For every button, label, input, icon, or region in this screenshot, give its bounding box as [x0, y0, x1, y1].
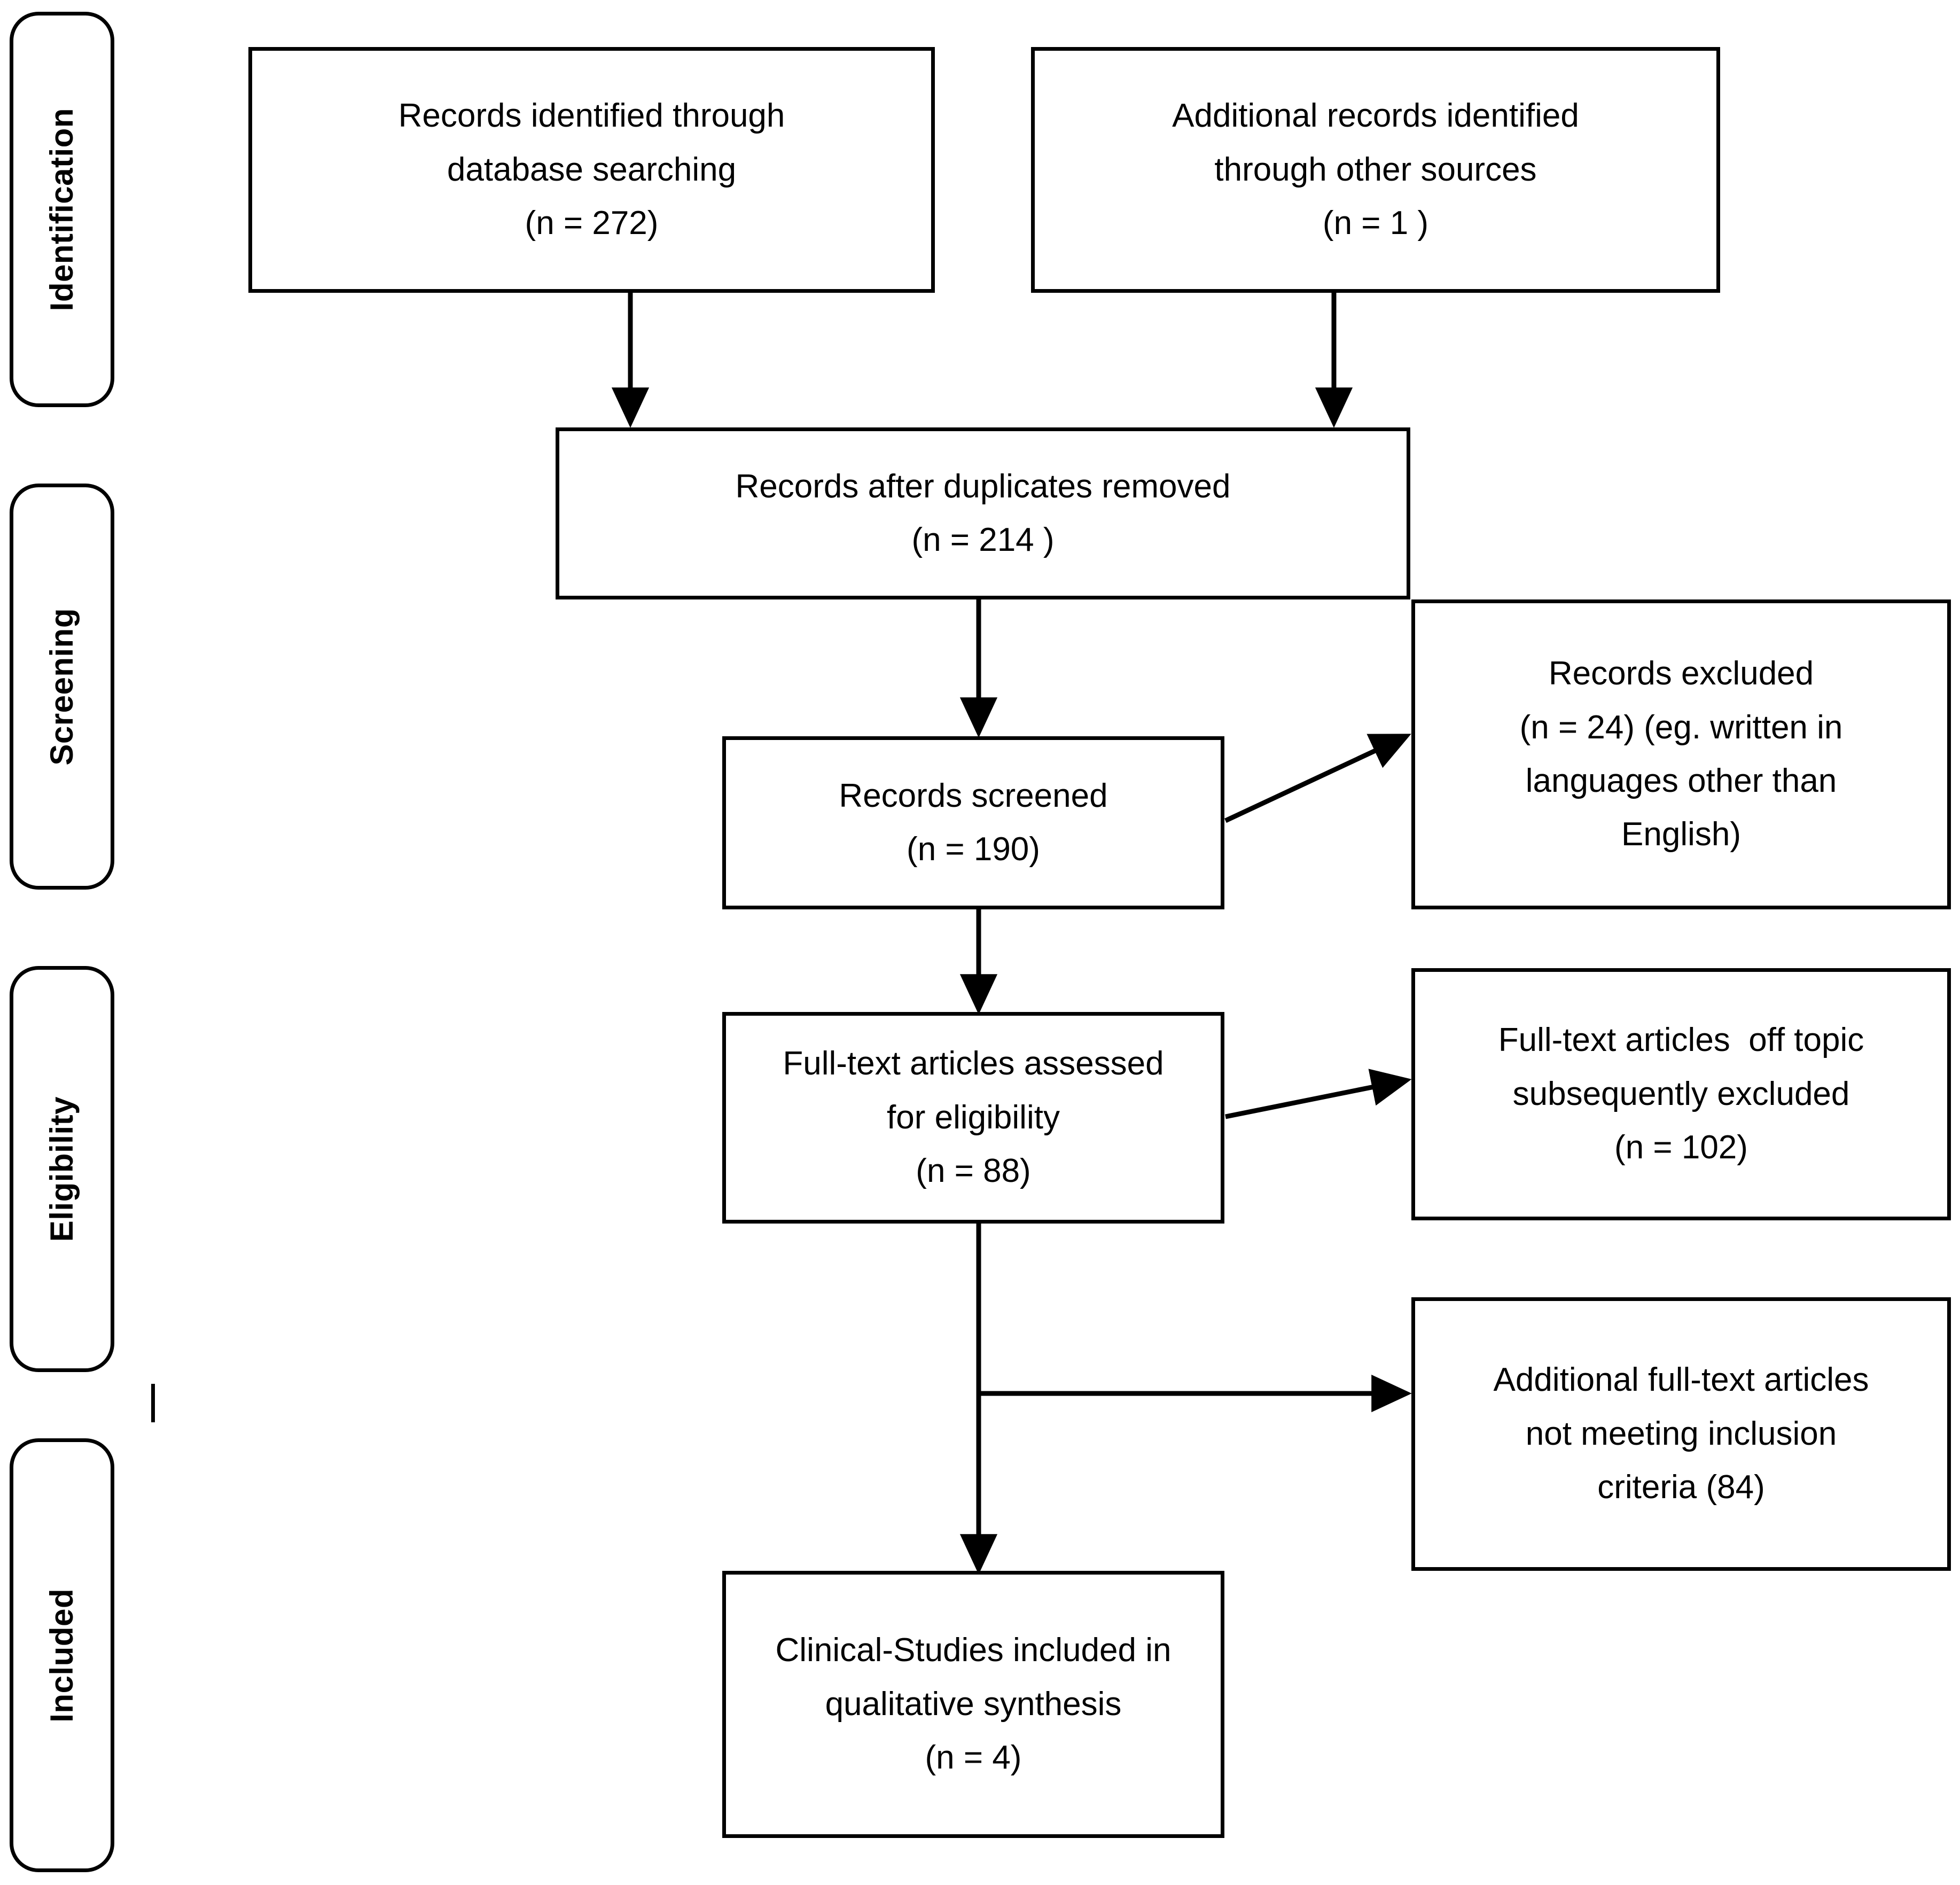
box-line: Additional full-text articles	[1493, 1361, 1869, 1399]
box-line: for eligibility	[887, 1099, 1060, 1136]
box-line: qualitative synthesis	[825, 1685, 1122, 1723]
box-line: Records excluded	[1548, 655, 1814, 692]
stage-eligibility-label: Eligibility	[44, 1096, 80, 1242]
box-included-studies: Clinical-Studies included in qualitative…	[722, 1571, 1224, 1838]
box-line: (n = 4)	[925, 1739, 1022, 1777]
box-line: through other sources	[1214, 151, 1537, 188]
box-line: Records identified through	[398, 97, 785, 135]
box-additional-records-other-sources: Additional records identified through ot…	[1031, 47, 1720, 293]
box-line: subsequently excluded	[1512, 1075, 1850, 1112]
box-records-screened: Records screened (n = 190)	[722, 736, 1224, 909]
stage-identification: Identification	[10, 12, 114, 407]
box-fulltext-assessed-eligibility: Full-text articles assessed for eligibil…	[722, 1012, 1224, 1224]
box-line: Additional records identified	[1172, 97, 1579, 135]
stage-identification-label: Identification	[44, 107, 80, 311]
box-line: (n = 272)	[525, 205, 659, 242]
stray-tick-mark	[151, 1384, 155, 1422]
stage-included-label: Included	[44, 1588, 80, 1723]
box-records-excluded: Records excluded (n = 24) (eg. written i…	[1411, 599, 1951, 909]
arrow-fulltext-to-offtopic	[1225, 1069, 1412, 1119]
box-line: not meeting inclusion	[1525, 1415, 1837, 1452]
stage-eligibility: Eligibility	[10, 966, 114, 1372]
box-line: (n = 24) (eg. written in	[1519, 708, 1843, 746]
box-line: English)	[1621, 816, 1741, 853]
stage-screening-label: Screening	[44, 607, 80, 766]
box-line: Full-text articles off topic	[1498, 1022, 1864, 1059]
box-line: Full-text articles assessed	[783, 1045, 1164, 1082]
box-line: (n = 1 )	[1322, 205, 1429, 242]
box-line: (n = 102)	[1614, 1129, 1748, 1166]
box-records-after-duplicates-removed: Records after duplicates removed (n = 21…	[556, 427, 1410, 599]
box-line: database searching	[447, 151, 737, 188]
box-line: Clinical-Studies included in	[775, 1632, 1172, 1669]
stage-screening: Screening	[10, 484, 114, 890]
box-line: criteria (84)	[1597, 1469, 1765, 1506]
box-line: languages other than	[1525, 762, 1837, 799]
box-fulltext-offtopic-excluded: Full-text articles off topic subsequentl…	[1411, 968, 1951, 1220]
box-fulltext-not-meeting-criteria: Additional full-text articles not meetin…	[1411, 1297, 1951, 1571]
box-line: (n = 190)	[907, 831, 1040, 868]
box-line: (n = 214 )	[911, 521, 1055, 558]
stage-included: Included	[10, 1438, 114, 1872]
box-records-identified-database: Records identified through database sear…	[248, 47, 935, 293]
box-line: (n = 88)	[916, 1152, 1031, 1190]
box-line: Records screened	[839, 777, 1108, 814]
arrow-screened-to-excluded	[1224, 734, 1411, 823]
box-line: Records after duplicates removed	[735, 468, 1231, 505]
